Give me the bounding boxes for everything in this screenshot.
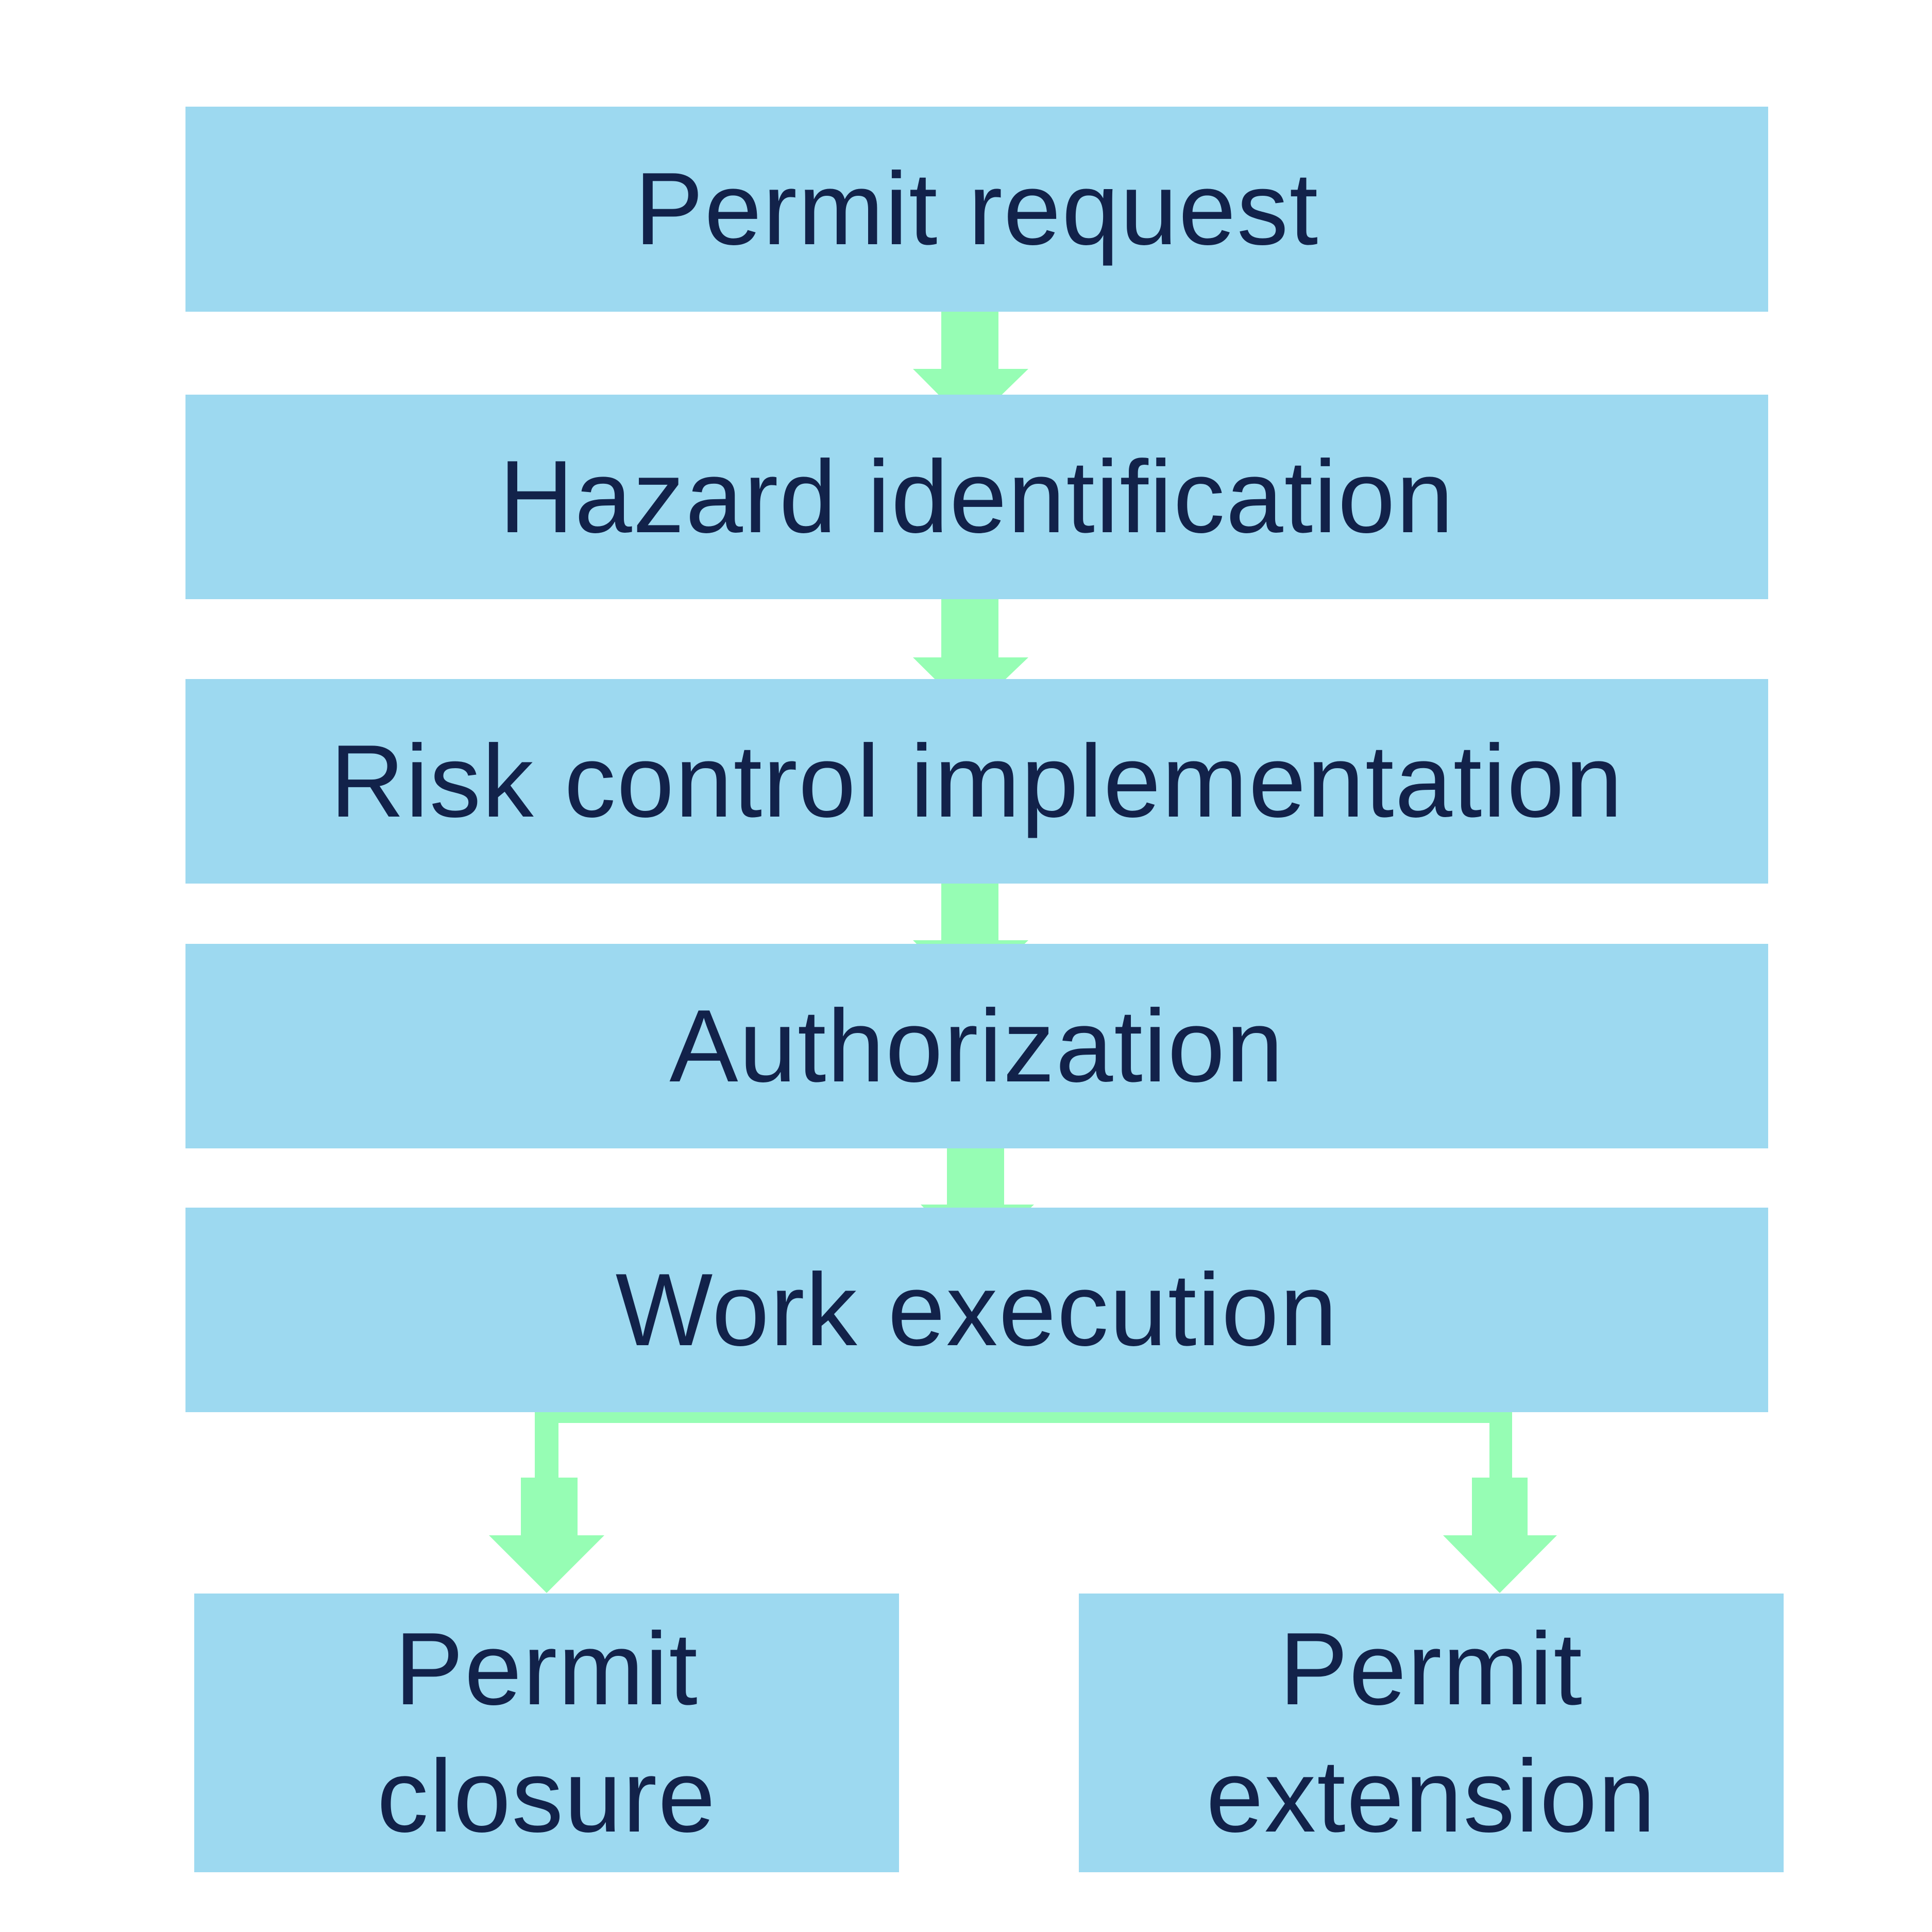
branch-left-drop [535,1400,558,1478]
outcome-label-line2: extension [1206,1739,1657,1854]
step-authorization: Authorization [185,944,1768,1148]
step-risk-control-implementation: Risk control implementation [185,679,1768,884]
step-label: Hazard identification [499,439,1455,554]
outcome-permit-closure: Permit closure [194,1594,899,1872]
step-work-execution: Work execution [185,1208,1768,1412]
arrow-execution-to-extension [1443,1478,1557,1593]
step-label: Authorization [669,988,1284,1104]
step-label: Work execution [615,1252,1338,1367]
outcome-label-line1: Permit [1279,1612,1583,1726]
step-hazard-identification: Hazard identification [185,395,1768,599]
branch-right-drop [1489,1400,1512,1478]
arrow-execution-to-closure [489,1478,604,1593]
outcome-label-line1: Permit [395,1612,699,1726]
step-label: Risk control implementation [330,723,1624,839]
outcome-label-line2: closure [377,1739,717,1854]
step-permit-request: Permit request [185,107,1768,312]
outcome-permit-extension: Permit extension [1079,1594,1784,1872]
step-label: Permit request [634,151,1319,266]
